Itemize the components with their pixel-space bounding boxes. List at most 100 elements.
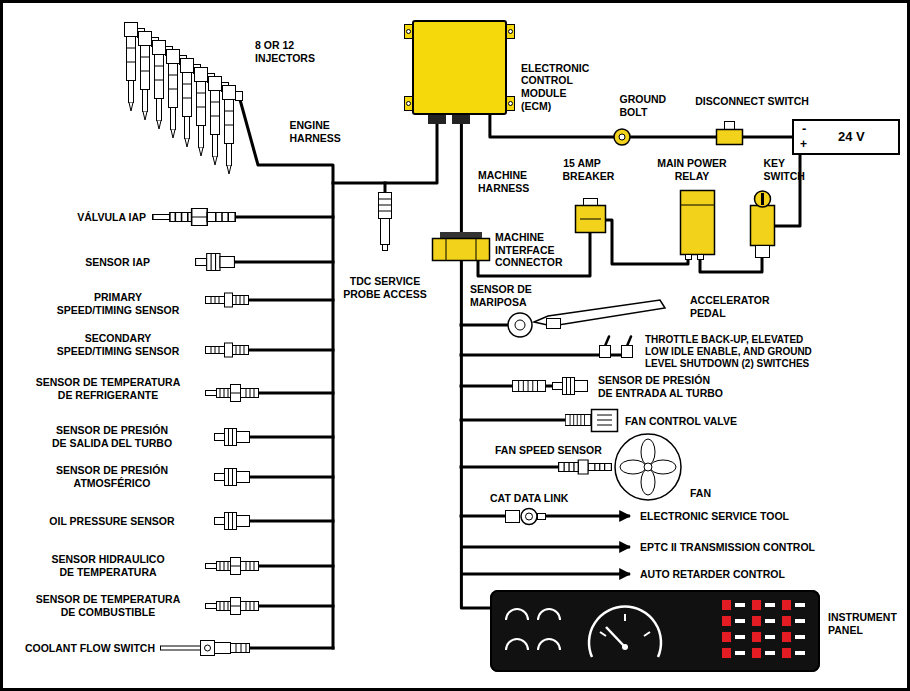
label-anchor: CAT DATA LINK bbox=[490, 492, 570, 505]
harness-wire bbox=[700, 255, 762, 272]
circuit-breaker bbox=[576, 206, 606, 233]
label-anchor: MACHINE HARNESS bbox=[478, 169, 483, 194]
harness-wire bbox=[141, 33, 333, 648]
circuit-breaker bbox=[576, 199, 606, 233]
instrument-panel-graphic bbox=[782, 616, 791, 626]
circuit-breaker bbox=[584, 199, 598, 206]
fan bbox=[615, 434, 681, 500]
part-label: CAT DATA LINK bbox=[490, 492, 570, 505]
probe-connector bbox=[379, 199, 392, 211]
harness-wire bbox=[478, 232, 590, 276]
part-label: ENGINE HARNESS bbox=[290, 119, 295, 144]
instrument-panel-graphic bbox=[490, 590, 820, 672]
ground-bolt bbox=[614, 129, 630, 145]
fan-speed-sensor bbox=[559, 460, 612, 474]
interface-connector bbox=[446, 239, 476, 261]
instrument-panel-graphic bbox=[782, 600, 791, 610]
label-anchor: 8 OR 12 INJECTORS bbox=[255, 39, 296, 64]
label-anchor: FAN bbox=[690, 487, 712, 500]
fan bbox=[615, 434, 681, 500]
label-anchor: OIL PRESSURE SENSOR bbox=[49, 515, 176, 528]
part-label: 8 OR 12 INJECTORS bbox=[255, 39, 296, 64]
ecm-detail bbox=[507, 25, 515, 39]
label-anchor: ELECTRONIC SERVICE TOOL bbox=[640, 510, 790, 523]
part-label: THROTTLE BACK-UP, ELEVATED LOW IDLE ENAB… bbox=[645, 334, 813, 370]
instrument-panel-graphic bbox=[782, 632, 791, 642]
instrument-panel-graphic bbox=[589, 607, 661, 657]
ecm-detail bbox=[507, 97, 515, 111]
part-label: AUTO RETARDER CONTROL bbox=[640, 568, 786, 581]
instrument-panel-graphic bbox=[506, 639, 528, 650]
part-label: SENSOR HIDRAULICO DE TEMPERATURA bbox=[51, 553, 166, 578]
instrument-panel-graphic bbox=[795, 651, 805, 655]
node-text-anchor: - bbox=[802, 121, 808, 137]
part-label: MAIN POWER RELAY bbox=[657, 157, 728, 182]
fan-control-valve bbox=[592, 410, 618, 432]
instrument-panel-graphic bbox=[538, 639, 560, 650]
label-anchor: FAN CONTROL VALVE bbox=[625, 415, 739, 428]
toggle-switch bbox=[600, 337, 611, 358]
data-link-connector bbox=[506, 511, 520, 523]
part-label: ACCELERATOR PEDAL bbox=[690, 294, 695, 319]
label-anchor: SENSOR DE TEMPERATURA DE COMBUSTIBLE bbox=[35, 593, 181, 618]
accelerator-pedal bbox=[534, 300, 665, 329]
part-label: DISCONNECT SWITCH bbox=[695, 95, 810, 108]
ecm-detail bbox=[509, 102, 513, 106]
instrument-panel-graphic bbox=[752, 600, 761, 610]
harness-wire bbox=[461, 115, 490, 608]
label-anchor: SENSOR HIDRAULICO DE TEMPERATURA bbox=[51, 553, 166, 578]
part-label: SENSOR DE PRESIÓN DE SALIDA DEL TURBO bbox=[51, 424, 173, 449]
label-anchor: SENSOR DE PRESIÓN DE SALIDA DEL TURBO bbox=[51, 424, 173, 449]
part-label: GROUND BOLT bbox=[620, 93, 625, 118]
pressure-sensor bbox=[512, 378, 587, 395]
instrument-panel-graphic bbox=[600, 614, 650, 636]
instrument-panel-graphic bbox=[506, 607, 661, 657]
part-label: MACHINE HARNESS bbox=[478, 169, 483, 194]
power-relay bbox=[681, 205, 715, 206]
instrument-panel-graphic bbox=[735, 603, 745, 607]
instrument-panel-graphic bbox=[765, 635, 775, 639]
signal-arrow bbox=[461, 516, 630, 574]
node-text-anchor: 24 V bbox=[838, 129, 866, 145]
node-text-anchor: INSTRUMENT PANEL bbox=[828, 611, 833, 636]
disconnect-switch bbox=[725, 122, 735, 130]
instrument-panel-graphic bbox=[765, 651, 775, 655]
label-anchor: EPTC II TRANSMISSION CONTROL bbox=[640, 541, 817, 554]
interface-connector bbox=[440, 232, 482, 238]
harness-wire bbox=[384, 183, 387, 192]
probe-connector bbox=[383, 245, 388, 251]
label-anchor: FAN SPEED SENSOR bbox=[495, 444, 603, 457]
instrument-panel-graphic bbox=[735, 635, 745, 639]
part-label: EPTC II TRANSMISSION CONTROL bbox=[640, 541, 817, 554]
label-anchor: 15 AMP BREAKER bbox=[563, 157, 602, 182]
circuit-breaker bbox=[580, 219, 601, 220]
fan bbox=[644, 463, 652, 471]
part-label: COOLANT FLOW SWITCH bbox=[23, 642, 155, 655]
label-anchor: GROUND BOLT bbox=[620, 93, 625, 118]
part-label: PRIMARY SPEED/TIMING SENSOR bbox=[56, 291, 180, 316]
label-anchor: VÁLVULA IAP bbox=[76, 211, 146, 224]
instrument-panel-graphic bbox=[765, 619, 775, 623]
instrument-panel-graphic bbox=[622, 644, 628, 650]
label-anchor: MAIN POWER RELAY bbox=[657, 157, 728, 182]
sensor-symbol bbox=[206, 385, 259, 402]
throttle-sensor bbox=[508, 313, 532, 337]
ecm-box: ELECTRONIC CONTROL MODULE (ECM) bbox=[412, 20, 507, 115]
probe-connector bbox=[379, 193, 392, 251]
data-link-connector bbox=[506, 509, 546, 525]
part-label: SENSOR DE PRESIÓN ATMOSFÉRICO bbox=[55, 464, 169, 489]
power-relay bbox=[698, 255, 704, 260]
instrument-panel-graphic bbox=[722, 600, 805, 658]
instrument-panel-graphic bbox=[782, 648, 791, 658]
sensor-symbol bbox=[206, 558, 259, 575]
part-label: TDC SERVICE PROBE ACCESS bbox=[343, 275, 428, 300]
label-anchor: SENSOR DE MARIPOSA bbox=[470, 283, 533, 308]
part-label: FAN SPEED SENSOR bbox=[495, 444, 603, 457]
sensor-symbol bbox=[206, 598, 259, 615]
power-relay bbox=[681, 191, 715, 260]
fan-control-valve bbox=[565, 415, 590, 426]
node-text-anchor: + bbox=[800, 137, 809, 151]
throttle-sensor bbox=[515, 320, 525, 330]
instrument-panel-graphic bbox=[765, 603, 775, 607]
